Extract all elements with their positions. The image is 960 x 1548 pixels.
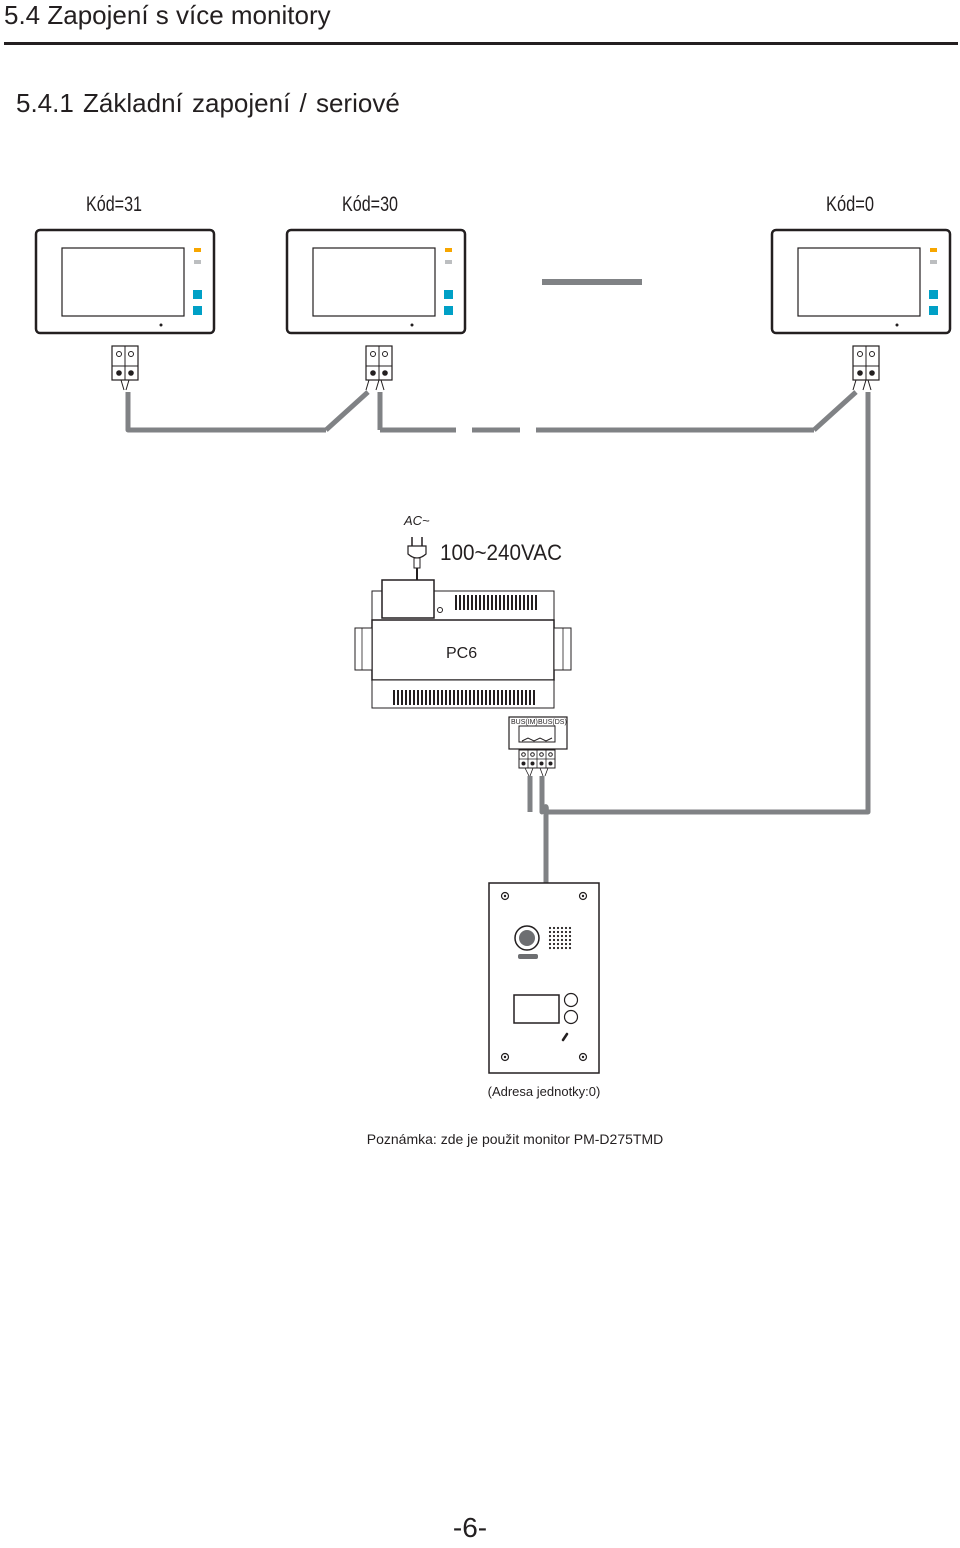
power-plug-icon xyxy=(407,537,427,582)
screw-icon xyxy=(578,891,588,901)
subsection-title: 5.4.1 Základní zapojení / seriové xyxy=(16,88,400,118)
door-station xyxy=(488,882,600,1074)
voltage-label: 100~240VAC xyxy=(440,540,562,565)
footnote: Poznámka: zde je použit monitor PM-D275T… xyxy=(366,1131,664,1147)
screw-icon xyxy=(578,1052,588,1062)
talk-button-icon xyxy=(444,306,453,315)
monitor-chain-separator xyxy=(542,279,642,285)
menu-button-icon xyxy=(193,290,202,299)
wire-monitor-30 xyxy=(324,390,383,432)
led-amber-icon xyxy=(194,248,201,252)
name-plate xyxy=(513,994,560,1024)
call-button-icon xyxy=(563,1009,579,1025)
bus-ds-label: BUS(DS) xyxy=(538,719,567,726)
call-button-icon xyxy=(563,992,579,1008)
power-supply-pc6 xyxy=(354,579,572,777)
monitor-30 xyxy=(285,228,467,335)
wire-psu-door xyxy=(527,776,549,884)
page-number: -6- xyxy=(452,1512,488,1543)
section-title: 5.4 Zapojení s více monitory xyxy=(4,0,331,30)
bottom-vent-fins-icon xyxy=(393,690,535,705)
door-station-address-label: (Adresa jednotky:0) xyxy=(487,1084,601,1099)
screw-icon xyxy=(500,891,510,901)
power-supply-model-label: PC6 xyxy=(446,645,477,662)
title-rule xyxy=(4,42,958,45)
menu-button-icon xyxy=(444,290,453,299)
led-amber-icon xyxy=(930,248,937,252)
led-grey-icon xyxy=(194,260,201,264)
monitor-0 xyxy=(770,228,952,335)
monitor-31 xyxy=(34,228,216,335)
terminal-block-monitor-31 xyxy=(111,345,139,391)
led-amber-icon xyxy=(445,248,452,252)
ir-led-bar-icon xyxy=(518,954,538,959)
talk-button-icon xyxy=(929,306,938,315)
talk-button-icon xyxy=(193,306,202,315)
wire-monitor-31 xyxy=(125,392,326,433)
terminal-block-monitor-0 xyxy=(852,345,880,391)
monitor-31-code-label: Kód=31 xyxy=(86,193,142,216)
led-grey-icon xyxy=(930,260,937,264)
led-grey-icon xyxy=(445,260,452,264)
terminal-block-monitor-30 xyxy=(365,345,393,391)
screw-icon xyxy=(500,1052,510,1062)
wire-monitor-0 xyxy=(548,390,871,815)
ac-label: AC~ xyxy=(403,513,430,528)
bus-wires xyxy=(125,390,871,884)
monitor-0-code-label: Kód=0 xyxy=(826,193,874,216)
microphone-icon xyxy=(561,1032,569,1042)
monitor-30-code-label: Kód=30 xyxy=(342,193,398,216)
bus-im-label: BUS(IM) xyxy=(511,719,538,726)
top-vent-fins-icon xyxy=(455,595,537,610)
menu-button-icon xyxy=(929,290,938,299)
speaker-grille-icon xyxy=(548,926,572,950)
